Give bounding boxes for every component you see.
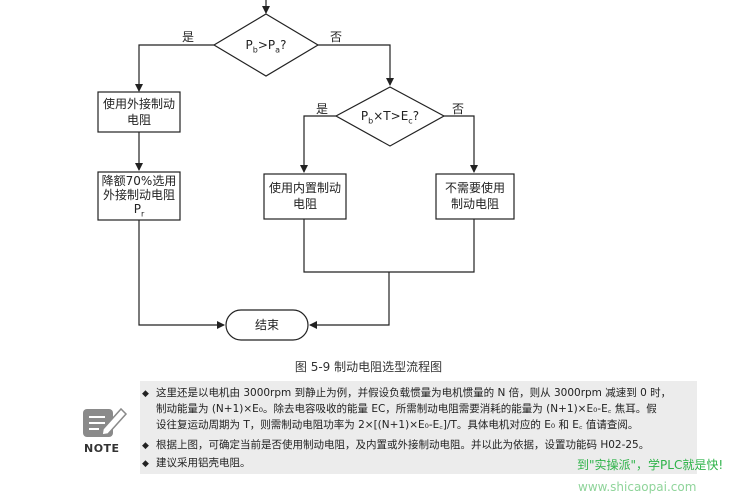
decision1-text: Pb>Pa? <box>245 38 287 55</box>
edge-d1-no <box>318 44 394 86</box>
edge-d2-no <box>444 115 478 173</box>
watermark-slogan: 到"实操派"，学PLC就是快! <box>577 458 724 472</box>
box-internal-shape <box>263 173 347 220</box>
d2-yes-label: 是 <box>316 102 329 116</box>
note-pencil-icon <box>83 407 128 437</box>
note-bullet-1-line3: 设往复运动周期为 T，则需制动电阻功率为 2×[(N+1)×E₀-E꜀]/T。具… <box>156 419 639 431</box>
edge-merge-end <box>309 272 390 329</box>
watermark-url: www.shicaopai.com <box>578 480 697 494</box>
note-label: NOTE <box>84 442 120 455</box>
bullet-diamond-icon: ◆ <box>142 441 149 451</box>
note-bullet-1: ◆这里还是以电机由 3000rpm 到静止为例，并假设负载惯量为电机惯量的 N … <box>142 385 671 402</box>
bullet-diamond-icon: ◆ <box>142 389 149 399</box>
edge-d2-yes <box>300 115 336 173</box>
note-bullet-1-line2: 制动能量为 (N+1)×E₀。除去电容吸收的能量 EC，所需制动电阻需要消耗的能… <box>156 403 657 415</box>
edge-derate-end <box>138 220 225 329</box>
box-internal-text: 使用内置制动 电阻 <box>268 181 341 211</box>
figure-caption: 图 5-9 制动电阻选型流程图 <box>294 360 443 374</box>
note-panel <box>140 381 697 474</box>
note-bullet-3: ◆建议采用铝壳电阻。 <box>142 455 251 472</box>
box-none-shape <box>435 173 515 220</box>
end-shape <box>225 309 309 341</box>
edge-d1-yes <box>135 44 214 92</box>
decision2-shape <box>334 86 446 147</box>
edge-internal-merge <box>303 219 475 273</box>
decision2-text: Pb×T>Ec? <box>360 109 420 126</box>
box-none-text: 不需要使用 制动电阻 <box>444 181 505 211</box>
box-external-text: 使用外接制动 电阻 <box>102 97 175 127</box>
decision1-shape <box>212 13 320 77</box>
box-derate-text: 降额70%选用 外接制动电阻 Pr <box>101 174 177 219</box>
d1-no-label: 否 <box>330 30 343 44</box>
note-bullet-2: ◆根据上图，可确定当前是否使用制动电阻，及内置或外接制动电阻。并以此为依据，设置… <box>142 437 649 454</box>
end-text: 结束 <box>254 318 279 332</box>
d1-yes-label: 是 <box>182 30 195 44</box>
bullet-diamond-icon: ◆ <box>142 459 149 469</box>
box-derate-shape <box>97 171 181 221</box>
d2-no-label: 否 <box>452 102 465 116</box>
